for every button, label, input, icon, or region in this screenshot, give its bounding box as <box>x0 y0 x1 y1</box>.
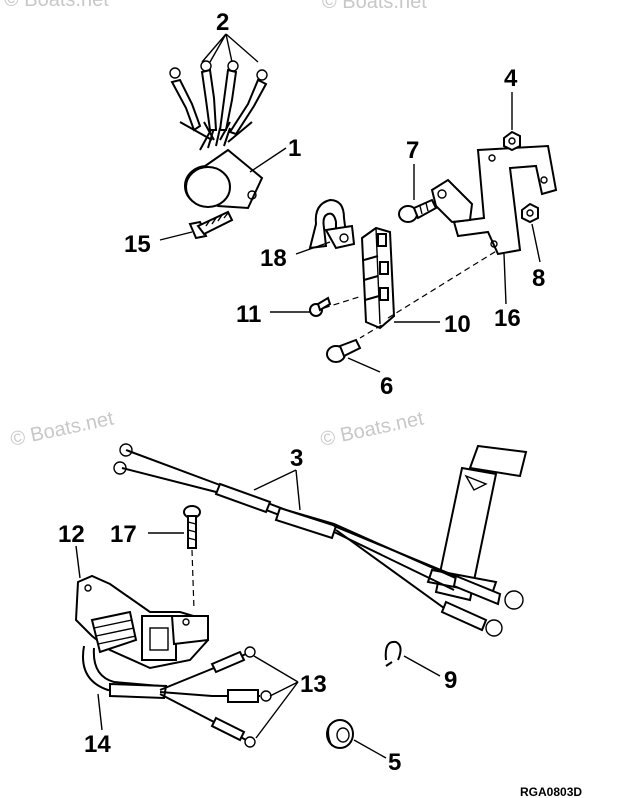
screw-part-11 <box>309 296 332 317</box>
solenoid-part-1 <box>184 127 264 210</box>
watermark-mid-center: © Boats.net <box>318 407 426 450</box>
clip-part-9 <box>384 640 402 667</box>
leader-line-5 <box>353 739 387 759</box>
leader-line-9 <box>403 655 441 677</box>
callout-11: 11 <box>236 301 261 328</box>
leader-line-15 <box>159 231 193 241</box>
wire-leads-part-13 <box>159 646 272 748</box>
callout-14: 14 <box>84 731 111 758</box>
nut-part-4 <box>503 130 521 152</box>
callout-18: 18 <box>260 245 287 272</box>
assembly-dashed-line-screw <box>359 319 391 339</box>
screw-part-17 <box>183 505 201 549</box>
callout-3: 3 <box>290 445 303 472</box>
wiring-harness-part-3 <box>113 443 524 637</box>
callout-2: 2 <box>216 9 229 36</box>
bolt-part-15 <box>188 210 234 240</box>
terminal-wires-part-2 <box>169 60 268 143</box>
assembly-dashed-line-bracket <box>387 249 499 319</box>
callout-16: 16 <box>494 305 521 332</box>
pedal-plate <box>426 444 528 602</box>
harness-part-14 <box>82 645 168 700</box>
callout-17: 17 <box>110 521 137 548</box>
watermark-top-left: © Boats.net <box>4 0 109 11</box>
callout-9: 9 <box>444 667 457 694</box>
leader-line-8 <box>531 223 541 263</box>
leader-line-16 <box>503 253 507 305</box>
assembly-dashed-line-screw-11 <box>323 295 363 309</box>
leader-line-18 <box>295 241 331 255</box>
callout-5: 5 <box>388 749 401 776</box>
grommet-part-5 <box>326 719 354 749</box>
leader-line-2 <box>201 33 259 63</box>
watermark-mid-left: © Boats.net <box>8 407 116 450</box>
leader-line-12 <box>75 545 81 579</box>
leader-line-13 <box>253 655 299 739</box>
leader-line-6 <box>347 357 381 373</box>
callout-7: 7 <box>406 137 419 164</box>
leader-line-14 <box>97 693 103 731</box>
terminal-block-part-10 <box>360 226 396 330</box>
clamp-part-18 <box>308 198 356 250</box>
drawing-code: RGA0803D <box>520 785 582 798</box>
leader-line-3 <box>253 469 301 511</box>
callout-13: 13 <box>300 671 327 698</box>
screw-part-7 <box>398 198 438 223</box>
callout-15: 15 <box>124 231 151 258</box>
leader-line-1 <box>249 147 287 173</box>
assembly-dashed-line-coil <box>191 549 195 611</box>
nut-part-8 <box>521 202 539 224</box>
screw-part-6 <box>326 338 362 363</box>
callout-12: 12 <box>58 521 85 548</box>
callout-8: 8 <box>532 265 545 292</box>
callout-4: 4 <box>504 65 518 92</box>
callout-1: 1 <box>288 135 301 162</box>
bracket-part-16 <box>430 144 558 256</box>
callout-6: 6 <box>380 373 393 400</box>
callout-10: 10 <box>444 311 471 338</box>
coil-assembly-part-12 <box>74 574 210 670</box>
watermark-top-middle: © Boats.net <box>322 0 427 13</box>
